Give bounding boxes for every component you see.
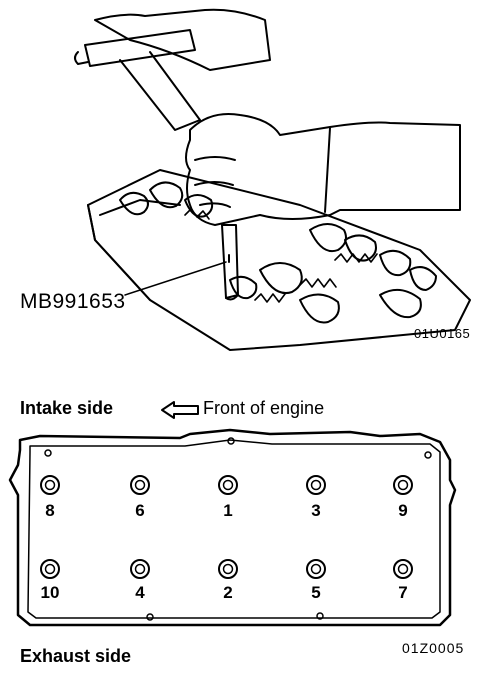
bolt-sequence-number: 1 [223, 501, 232, 520]
bolt-4-hole [134, 563, 146, 575]
socket-tool [221, 224, 239, 301]
illustration-code: 01U0165 [414, 326, 471, 341]
diagram-code: 01Z0005 [402, 640, 465, 656]
bolt-sequence-number: 10 [41, 583, 60, 602]
arm-sleeve [94, 8, 271, 71]
intake-side-label: Intake side [20, 398, 114, 418]
bolt-8 [40, 475, 60, 495]
bolt-2-hole [222, 563, 234, 575]
bolt-2 [218, 559, 238, 579]
bolt-4 [130, 559, 150, 579]
bolt-sequence-number: 9 [398, 501, 407, 520]
bolt-8-hole [44, 479, 56, 491]
gasket-outline [8, 428, 457, 627]
bolt-10-hole [44, 563, 56, 575]
bolt-sequence-number: 4 [135, 583, 145, 602]
bolt-sequence-number: 3 [311, 501, 320, 520]
bolt-6 [130, 475, 150, 495]
bolt-7-hole [397, 563, 409, 575]
bolt-sequence-number: 8 [45, 501, 54, 520]
rocker-cover-bolt-diagram: 8 6 1 3 9 10 4 2 5 7 [8, 428, 457, 627]
bolt-9-hole [397, 479, 409, 491]
left-arrow-icon [161, 401, 199, 419]
front-of-engine-label: Front of engine [203, 398, 325, 418]
exhaust-side-label: Exhaust side [20, 646, 132, 666]
bolt-3-hole [310, 479, 322, 491]
bolt-1 [218, 475, 238, 495]
bolt-3 [306, 475, 326, 495]
tool-part-number: MB991653 [20, 290, 126, 313]
bolt-7 [393, 559, 413, 579]
rocker-arms-lower [229, 262, 422, 324]
bolt-sequence-number: 2 [223, 583, 232, 602]
tool-leader-line [124, 261, 227, 296]
bolt-10 [40, 559, 60, 579]
bolt-5-hole [310, 563, 322, 575]
bolt-sequence-number: 5 [311, 583, 320, 602]
bolt-sequence-number: 6 [135, 501, 144, 520]
hand [185, 113, 461, 226]
bolt-5 [306, 559, 326, 579]
engine-illustration [74, 8, 471, 351]
bolt-sequence-number: 7 [398, 583, 407, 602]
rocker-arms-upper [119, 181, 437, 291]
bolt-1-hole [222, 479, 234, 491]
tool-handle [74, 29, 201, 131]
bolt-6-hole [134, 479, 146, 491]
bolt-9 [393, 475, 413, 495]
